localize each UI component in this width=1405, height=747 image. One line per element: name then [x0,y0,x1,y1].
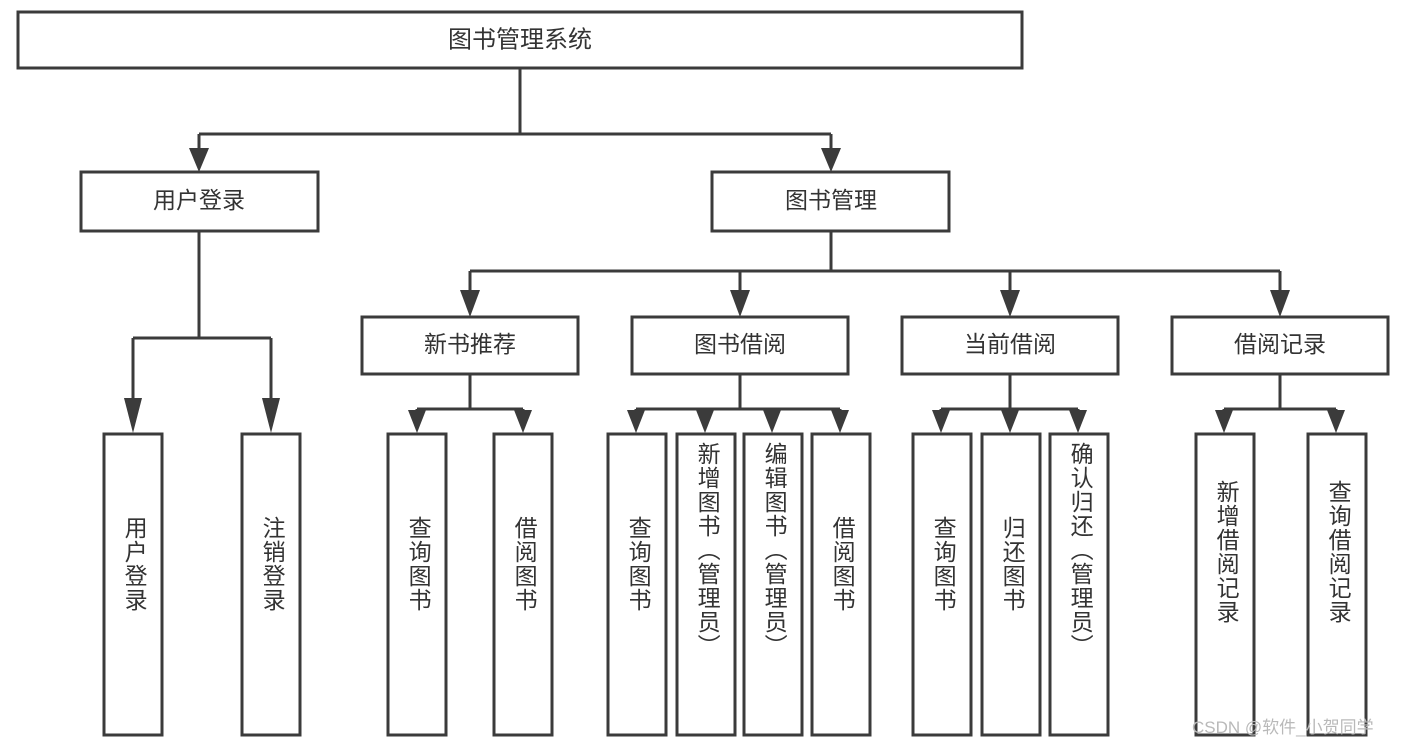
node-new-book-recommend-box[interactable] [360,315,580,376]
node-book-borrow[interactable]: 图书借阅 [630,315,850,376]
csdn-watermark: CSDN @软件_小贺同学 [1192,718,1374,737]
leaf-box-add-record[interactable] [1194,432,1256,737]
node-borrow-record-label: 借阅记录 [1234,331,1326,357]
arrow-to-leaf-return-book [1001,410,1019,433]
edges-bookborrow-to-leaves [627,374,849,433]
arrow-to-leaf-confirm-return [1069,410,1087,433]
leaf-box-return-book[interactable] [980,432,1042,737]
edges-bookmanage-to-level2 [460,231,1290,317]
node-root[interactable]: 图书管理系统 [16,10,1024,70]
node-user-login-label: 用户登录 [153,187,245,213]
node-borrow-record[interactable]: 借阅记录 [1170,315,1390,376]
leaf-box-edit-book[interactable] [742,432,804,737]
arrow-to-user-login [189,148,209,172]
node-new-book-recommend-label: 新书推荐 [424,331,516,357]
arrow-to-leaf-borrow-book-1 [514,410,532,433]
node-new-book-recommend[interactable]: 新书推荐 [360,315,580,376]
edges-newbook-to-leaves [408,374,532,433]
arrow-to-leaf-query-book-3 [932,410,950,433]
arrow-to-current-borrow [1000,290,1020,317]
node-root-box[interactable] [16,10,1024,70]
node-borrow-record-box[interactable] [1170,315,1390,376]
edges-userlogin-to-leaves [124,231,280,433]
arrow-to-leaf-query-record [1327,410,1345,433]
leaf-boxes-new-book-recommend [386,432,554,737]
leaf-boxes-book-borrow [606,432,872,737]
leaf-box-query-book-3[interactable] [911,432,973,737]
arrow-to-leaf-edit-book [763,410,781,433]
node-current-borrow[interactable]: 当前借阅 [900,315,1120,376]
leaf-box-query-book-1[interactable] [386,432,448,737]
arrow-to-new-book-recommend [460,290,480,317]
leaf-box-borrow-book-2[interactable] [810,432,872,737]
arrow-to-leaf-borrow-book-2 [831,410,849,433]
leaf-box-add-book[interactable] [675,432,737,737]
leaf-box-logout[interactable] [240,432,302,737]
arrow-to-leaf-user-login [124,398,142,433]
edges-currentborrow-to-leaves [932,374,1087,433]
arrow-to-borrow-record [1270,290,1290,317]
leaf-boxes-borrow-record [1194,432,1368,737]
node-root-label: 图书管理系统 [448,26,592,53]
node-current-borrow-label: 当前借阅 [964,331,1056,357]
edges-borrowrecord-to-leaves [1215,374,1345,433]
arrow-to-leaf-query-book-1 [408,410,426,433]
node-book-manage[interactable]: 图书管理 [710,170,951,233]
node-book-manage-box[interactable] [710,170,951,233]
node-book-borrow-label: 图书借阅 [694,331,786,357]
leaf-boxes-user-login [102,432,302,737]
leaf-box-query-record[interactable] [1306,432,1368,737]
arrow-to-leaf-add-record [1215,410,1233,433]
leaf-box-borrow-book-1[interactable] [492,432,554,737]
arrow-to-book-borrow [730,290,750,317]
node-book-borrow-box[interactable] [630,315,850,376]
arrow-to-leaf-query-book-2 [627,410,645,433]
edges-root-to-level1 [189,68,841,172]
node-user-login-box[interactable] [79,170,320,233]
node-user-login[interactable]: 用户登录 [79,170,320,233]
node-book-manage-label: 图书管理 [785,187,877,213]
leaf-box-confirm-return[interactable] [1048,432,1110,737]
leaf-boxes-current-borrow [911,432,1110,737]
arrow-to-leaf-add-book [696,410,714,433]
leaf-box-query-book-2[interactable] [606,432,668,737]
node-current-borrow-box[interactable] [900,315,1120,376]
leaf-box-user-login[interactable] [102,432,164,737]
arrow-to-book-manage [821,148,841,172]
arrow-to-leaf-logout [262,398,280,433]
